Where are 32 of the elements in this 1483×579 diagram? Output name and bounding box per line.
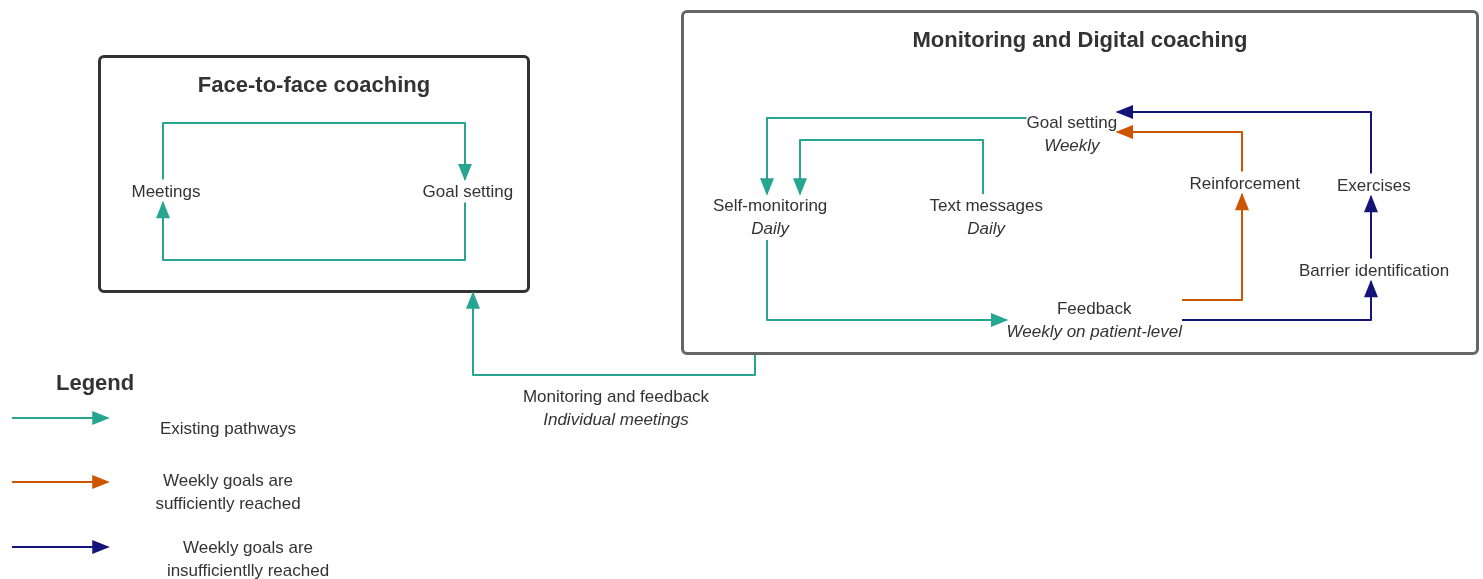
arrow — [1180, 279, 1378, 321]
arrow — [162, 122, 472, 182]
step-name: Self-monitoring — [713, 195, 828, 217]
step-name: Goal setting — [422, 180, 514, 203]
step-frequency: Daily — [966, 218, 1007, 240]
legend-text: Weekly goals are sufficiently reached — [154, 470, 302, 515]
group-panel — [681, 10, 1479, 355]
arrow — [793, 139, 984, 196]
arrow — [1115, 125, 1243, 173]
arrow — [1180, 192, 1249, 301]
step-name: Reinforcement — [1189, 172, 1301, 195]
arrow — [1115, 105, 1372, 175]
step-frequency: Weekly — [1043, 135, 1101, 157]
step-name: Barrier identification — [1299, 259, 1450, 282]
step-name: Meetings — [131, 180, 201, 203]
panel-title: Monitoring and Digital coaching — [911, 27, 1249, 53]
arrow — [766, 239, 1009, 327]
step-name: Text messages — [929, 195, 1043, 217]
legend-text: Existing pathways — [158, 418, 298, 440]
arrow — [156, 200, 466, 261]
arrow — [760, 117, 1028, 196]
step-name: Feedback — [1055, 298, 1133, 320]
step-name: Goal setting — [1026, 112, 1118, 134]
step-frequency: Weekly on patient-level — [1006, 321, 1182, 343]
group-panel — [98, 55, 530, 293]
step-frequency: Daily — [750, 218, 791, 240]
step-name: Exercises — [1337, 174, 1411, 197]
arrow — [466, 291, 756, 376]
legend-title: Legend — [56, 370, 135, 396]
panel-title: Face-to-face coaching — [196, 72, 432, 98]
arrow — [1364, 194, 1378, 260]
legend-text: Weekly goals are insufficientlly reached — [165, 537, 331, 579]
